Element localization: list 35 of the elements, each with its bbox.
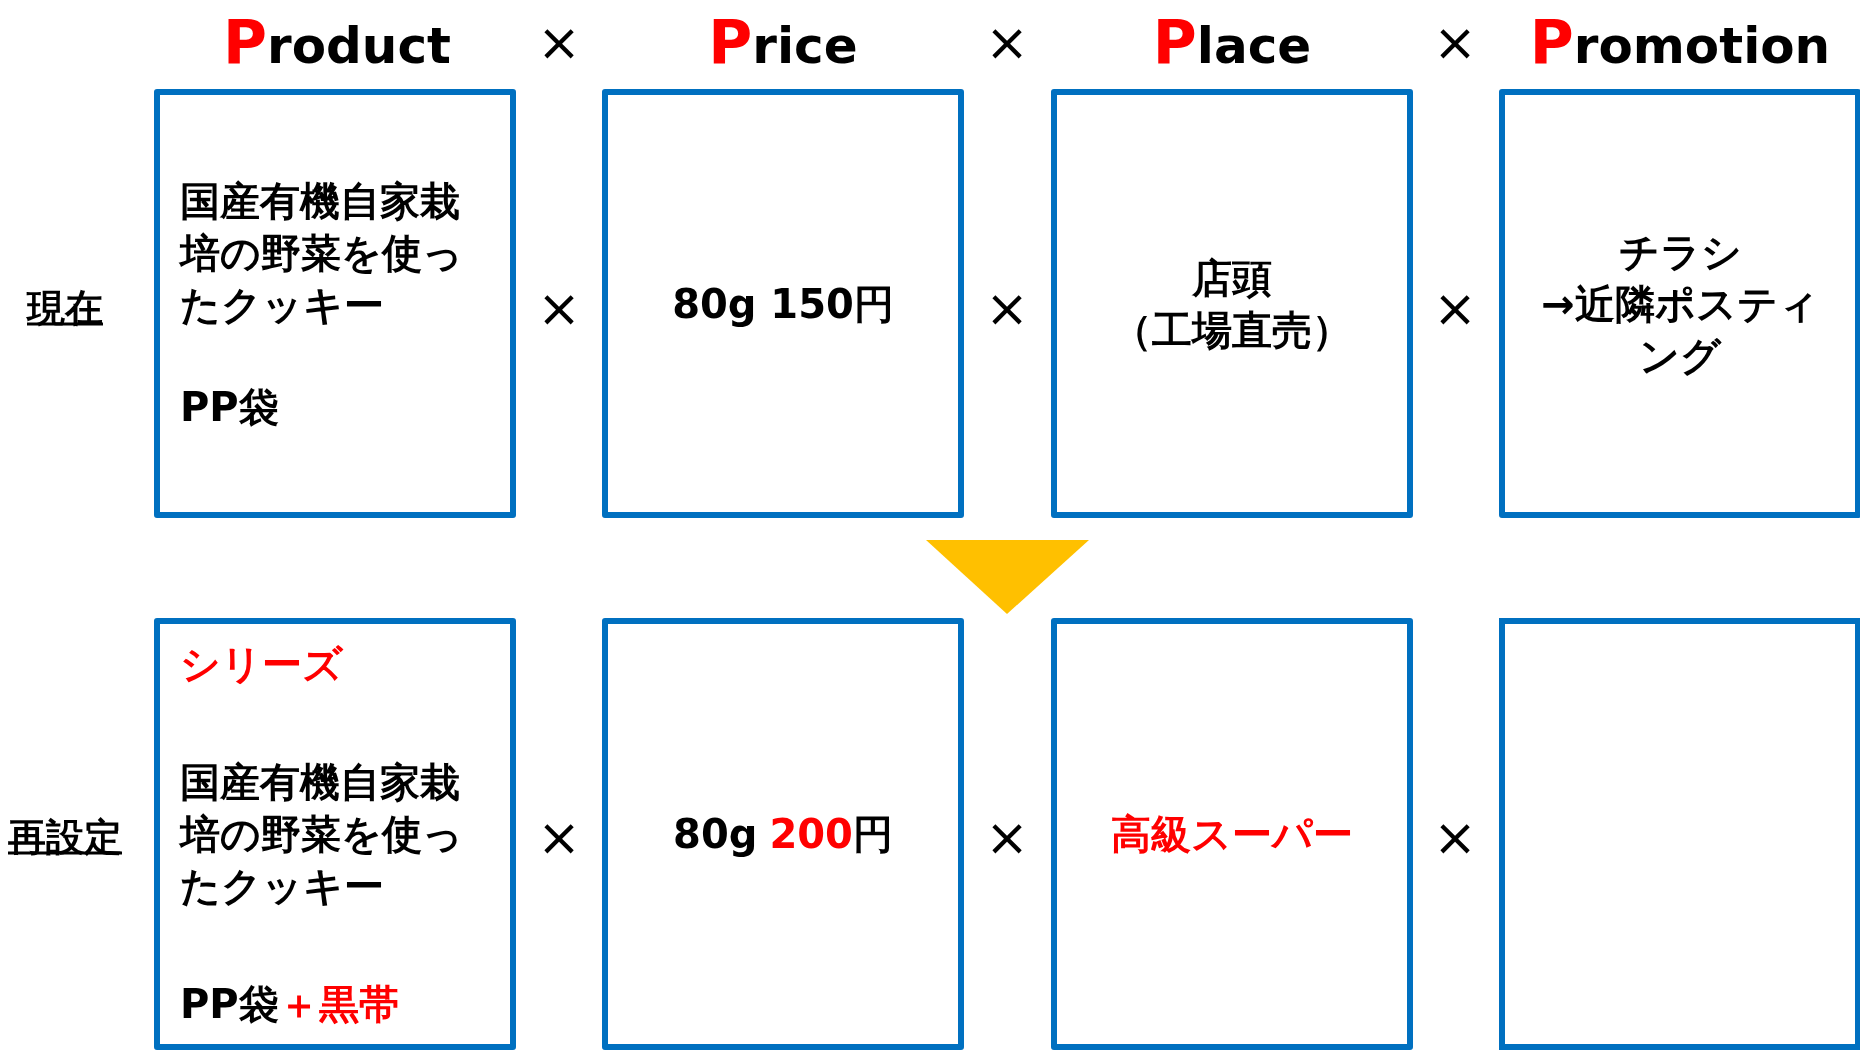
box-text: シリーズ	[180, 640, 343, 689]
box-text: PP袋＋黒帯	[180, 980, 399, 1029]
box-text: →近隣ポスティング	[1540, 279, 1820, 381]
text-box	[602, 89, 964, 518]
multiply-sign: ×	[985, 278, 1029, 338]
box-text: 80g 200円	[673, 810, 893, 859]
multiply-sign: ×	[537, 278, 581, 338]
multiply-sign: ×	[985, 807, 1029, 867]
column-heading: Promotion	[1529, 7, 1831, 77]
text-box	[1051, 618, 1413, 1050]
empty-box	[1499, 618, 1860, 1050]
row-label: 再設定	[8, 813, 122, 861]
box-text: 国産有機自家栽培の野菜を使ったクッキー	[180, 176, 464, 330]
text-box	[154, 618, 516, 1050]
text-box	[154, 89, 516, 518]
box-text: 店頭	[1192, 253, 1272, 303]
multiply-sign: ×	[985, 12, 1029, 72]
box-text: 80g 150円	[672, 279, 894, 329]
box-text: チラシ	[1618, 227, 1742, 277]
multiply-sign: ×	[537, 12, 581, 72]
multiply-sign: ×	[1433, 278, 1477, 338]
row-label: 現在	[27, 284, 103, 332]
multiply-sign: ×	[1433, 12, 1477, 72]
multiply-sign: ×	[537, 807, 581, 867]
text-box	[1499, 89, 1860, 518]
text-box	[1051, 89, 1413, 518]
column-heading: Price	[708, 7, 858, 77]
box-text: PP袋	[180, 382, 279, 432]
box-text: 国産有機自家栽培の野菜を使ったクッキー	[180, 758, 464, 911]
text-box	[602, 618, 964, 1050]
box-text: （工場直売）	[1112, 305, 1352, 355]
box-text: 高級スーパー	[1111, 810, 1353, 859]
column-heading: Place	[1152, 7, 1312, 77]
column-heading: Product	[223, 7, 451, 77]
multiply-sign: ×	[1433, 807, 1477, 867]
